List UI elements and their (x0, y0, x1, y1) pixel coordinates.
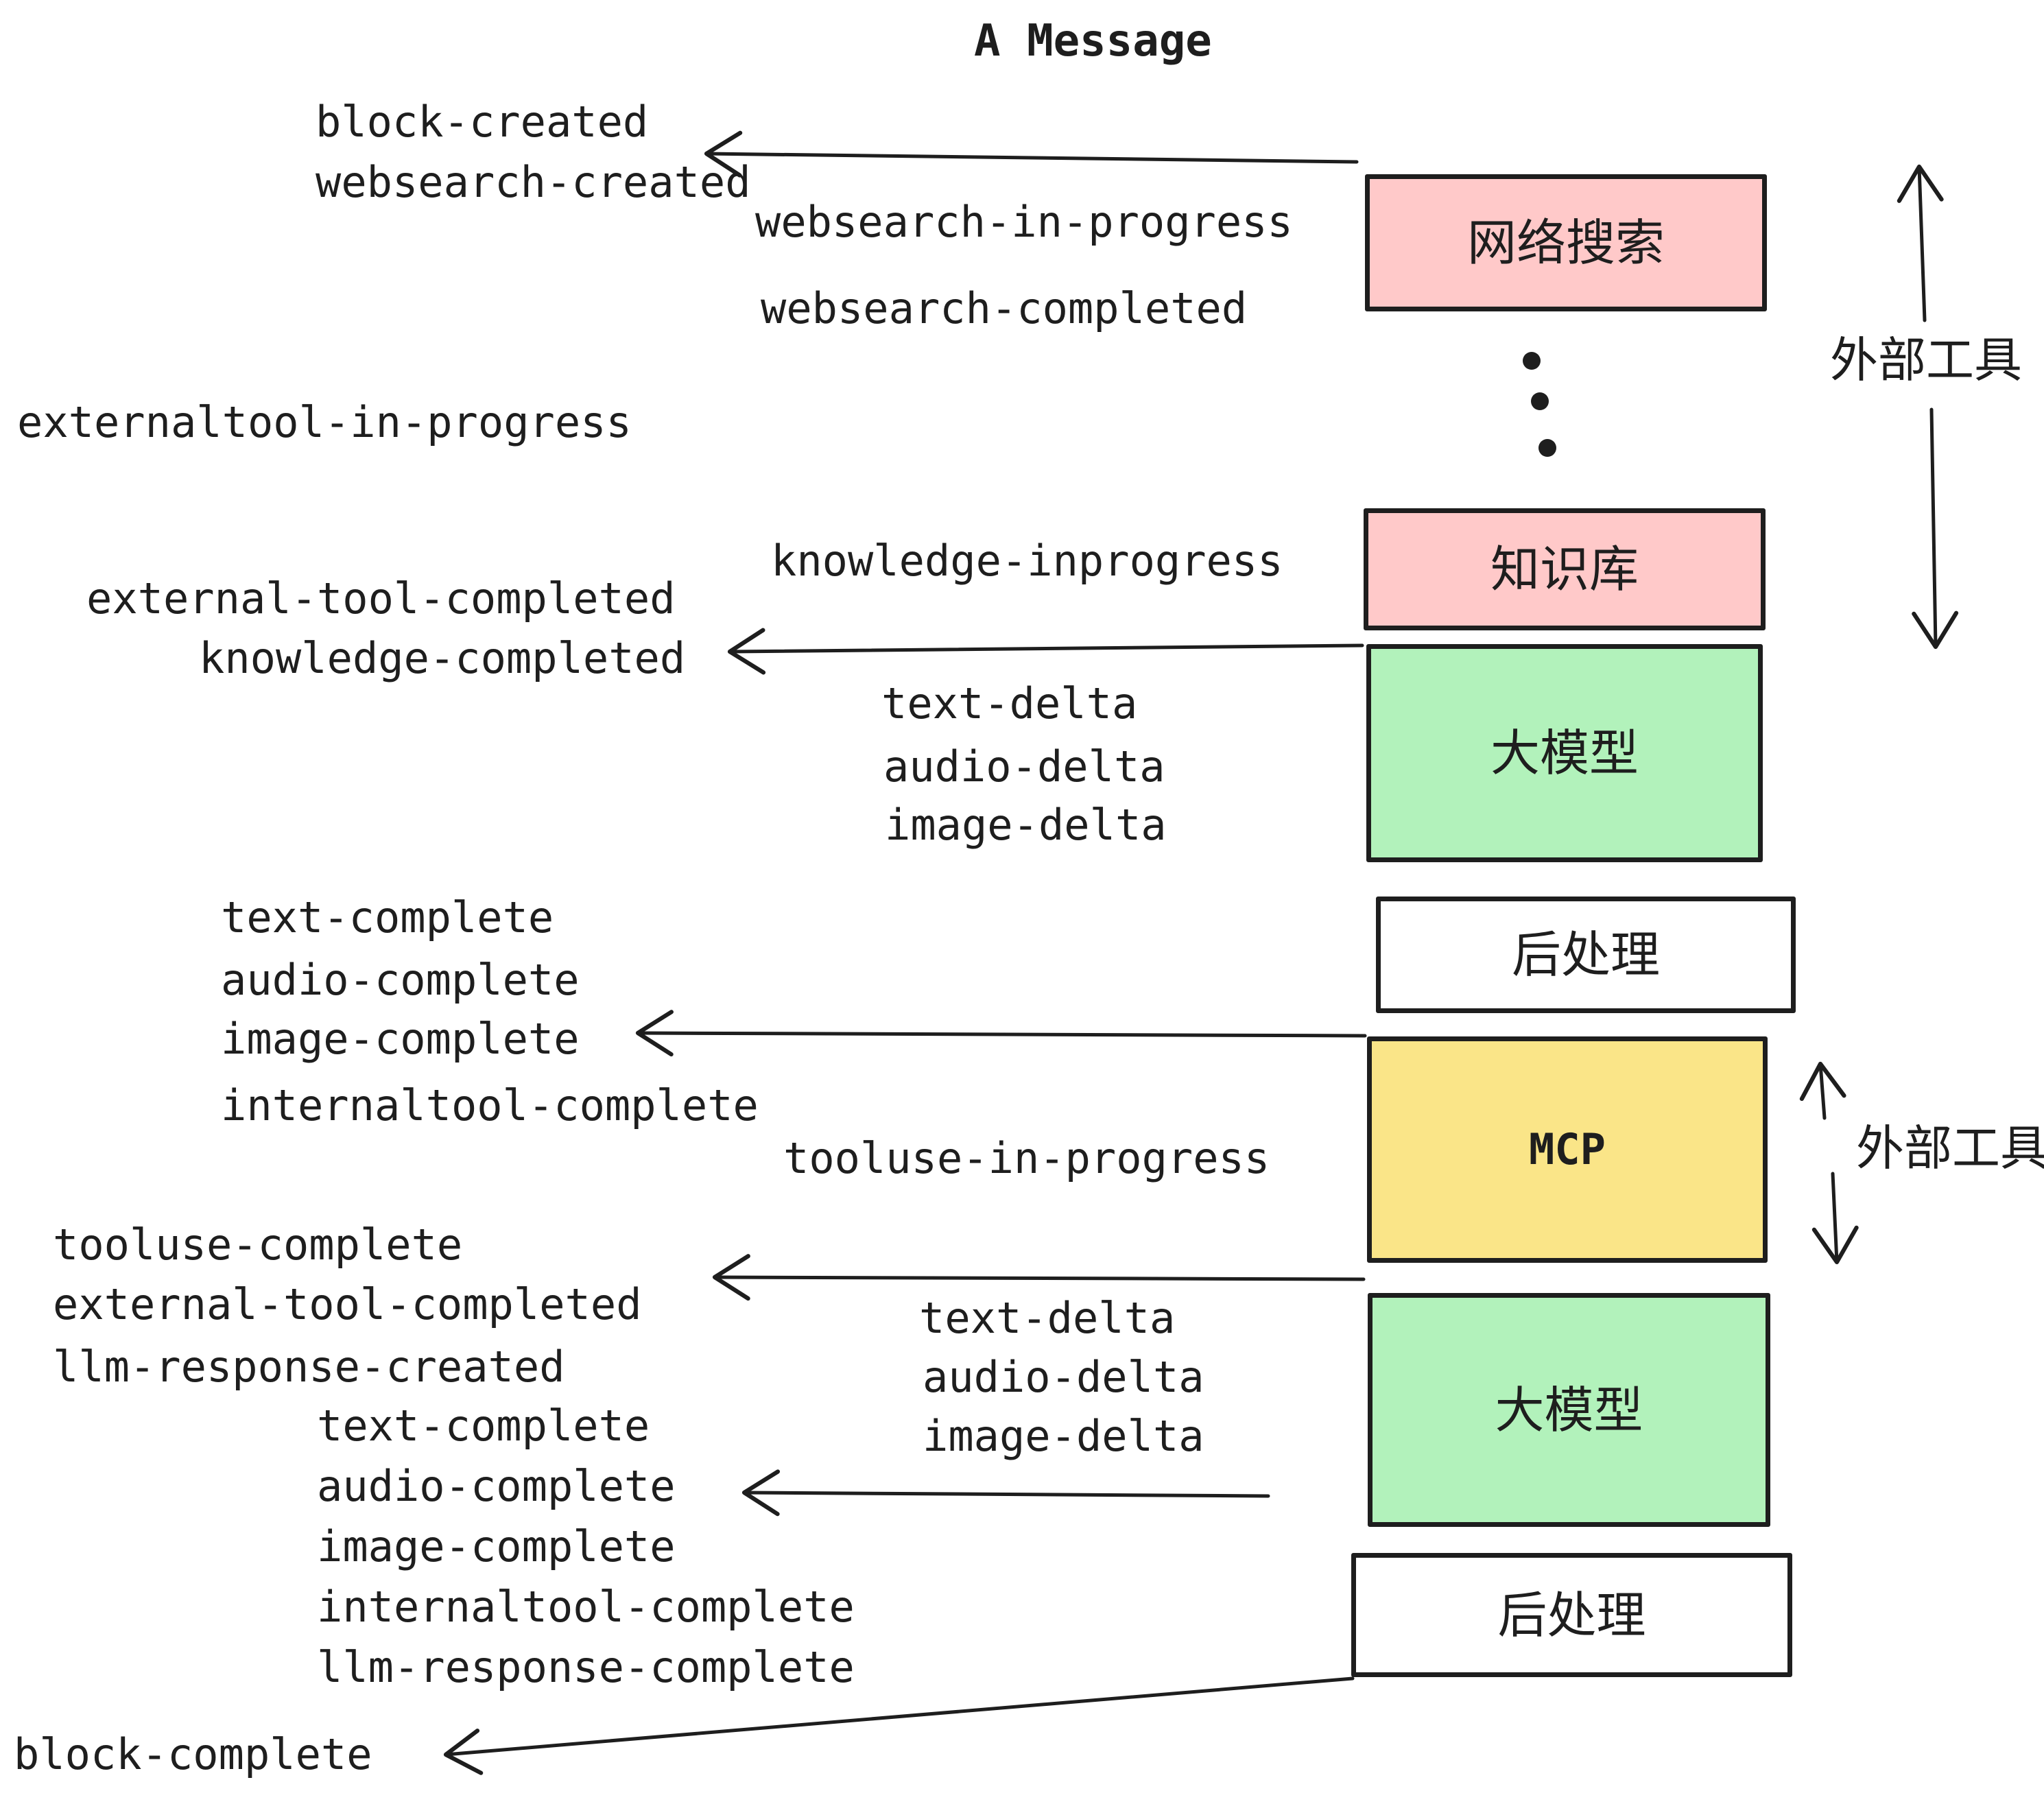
event-image-delta: image-delta (885, 800, 1167, 850)
event-block-complete: block-complete (14, 1729, 372, 1779)
arrow-block-created (704, 130, 1359, 178)
box-llm-1-label: 大模型 (1490, 724, 1639, 782)
box-postprocess-1: 后处理 (1376, 897, 1796, 1013)
external-tools-bottom-down-arrow (1811, 1172, 1859, 1265)
arrow-image-complete (635, 1010, 1367, 1057)
event-image-complete: image-complete (221, 1014, 580, 1064)
box-mcp-label: MCP (1529, 1124, 1606, 1174)
box-llm-2-label: 大模型 (1495, 1381, 1643, 1439)
external-tools-bottom-up-arrow (1799, 1061, 1846, 1120)
arrow-tooluse-complete (712, 1254, 1366, 1301)
box-postprocess-2-label: 后处理 (1497, 1586, 1646, 1644)
event-audio-complete-2: audio-complete (317, 1461, 676, 1511)
event-text-complete: text-complete (221, 892, 554, 942)
event-external-tool-completed-2: external-tool-completed (53, 1279, 642, 1329)
event-tooluse-complete: tooluse-complete (53, 1220, 463, 1270)
event-llm-response-created: llm-response-created (53, 1342, 565, 1392)
box-knowledge: 知识库 (1364, 508, 1766, 630)
diagram-title: A Message (974, 16, 1212, 67)
event-tooluse-in-progress: tooluse-in-progress (783, 1133, 1270, 1183)
event-audio-delta-2: audio-delta (923, 1352, 1204, 1402)
event-external-tool-completed: external-tool-completed (86, 573, 676, 624)
box-postprocess-1-label: 后处理 (1511, 926, 1660, 984)
external-tools-bottom-label: 外部工具 (1856, 1120, 2044, 1176)
arrow-audio-complete (741, 1469, 1270, 1517)
event-text-delta: text-delta (881, 678, 1138, 728)
event-block-created: block-created (316, 97, 649, 147)
event-audio-complete: audio-complete (221, 955, 580, 1005)
event-image-delta-2: image-delta (923, 1411, 1204, 1461)
event-text-delta-2: text-delta (919, 1293, 1176, 1343)
event-audio-delta: audio-delta (883, 741, 1165, 792)
event-llm-response-complete: llm-response-complete (317, 1642, 855, 1692)
event-image-complete-2: image-complete (317, 1521, 676, 1571)
arrow-knowledge-completed (727, 628, 1364, 675)
box-websearch: 网络搜索 (1365, 174, 1767, 311)
ellipsis-dots (1523, 352, 1556, 457)
event-websearch-in-progress: websearch-in-progress (755, 197, 1293, 247)
event-websearch-created: websearch-created (316, 157, 751, 207)
box-mcp: MCP (1367, 1036, 1768, 1263)
event-text-complete-2: text-complete (317, 1401, 650, 1451)
box-knowledge-label: 知识库 (1490, 541, 1639, 598)
arrow-block-complete (443, 1676, 1355, 1775)
event-internaltool-complete: internaltool-complete (221, 1080, 759, 1130)
external-tools-top-up-arrow (1897, 164, 1944, 322)
external-tools-top-down-arrow (1912, 407, 1959, 650)
box-postprocess-2: 后处理 (1351, 1553, 1792, 1677)
box-llm-1: 大模型 (1366, 644, 1763, 862)
event-knowledge-completed: knowledge-completed (199, 633, 686, 683)
event-websearch-completed: websearch-completed (761, 283, 1248, 333)
event-internaltool-complete-2: internaltool-complete (317, 1582, 855, 1632)
event-knowledge-inprogress: knowledge-inprogress (771, 536, 1283, 586)
event-externaltool-in-progress: externaltool-in-progress (17, 397, 632, 447)
box-llm-2: 大模型 (1368, 1293, 1770, 1527)
external-tools-top-label: 外部工具 (1830, 332, 2022, 388)
box-websearch-label: 网络搜索 (1466, 214, 1665, 272)
